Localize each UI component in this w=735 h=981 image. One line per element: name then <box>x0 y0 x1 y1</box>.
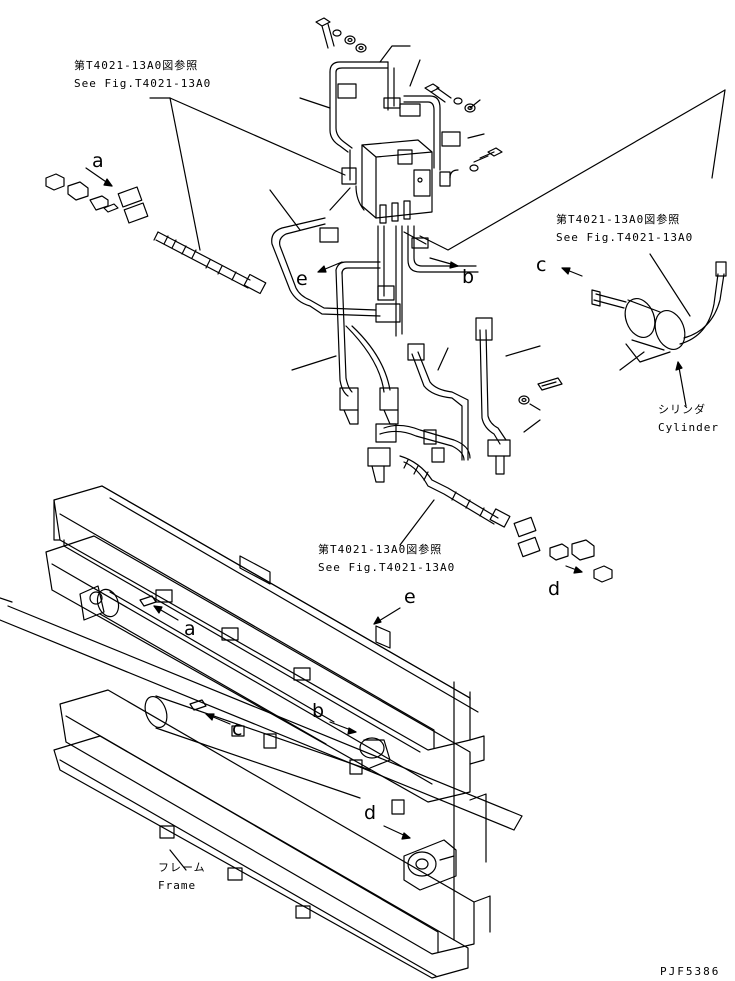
valve-pipes <box>329 61 461 187</box>
ref-label-en-2: See Fig.T4021-13A0 <box>556 231 694 244</box>
ref-label-jp-2: 第T4021-13A0図参照 <box>556 213 681 226</box>
hose-b <box>399 455 511 528</box>
callout-b-frame: b <box>312 700 325 722</box>
ref-label-en-1: See Fig.T4021-13A0 <box>74 77 212 90</box>
callout-a-top: a <box>92 150 104 172</box>
cylinder-rod <box>0 585 523 891</box>
callout-c-frame: c <box>232 718 243 740</box>
callouts <box>85 45 726 574</box>
ref-label-jp-3: 第T4021-13A0図参照 <box>318 543 443 556</box>
callout-d-top: d <box>548 578 561 600</box>
callout-a-frame: a <box>184 618 196 640</box>
frame-label-en: Frame <box>158 879 197 892</box>
cylinder-label-en: Cylinder <box>658 421 719 434</box>
callout-e-top: e <box>296 268 308 290</box>
drawing-code: PJF5386 <box>660 965 721 978</box>
lower-pipes <box>271 185 563 483</box>
frame-callouts <box>153 605 411 871</box>
fittings-d <box>513 516 613 583</box>
callout-e-frame: e <box>404 586 416 608</box>
top-bolts <box>315 17 503 172</box>
callout-c-top: c <box>536 254 547 276</box>
callout-d-frame: d <box>364 802 377 824</box>
hose-a <box>153 187 351 295</box>
cylinder-label-jp: シリンダ <box>658 403 706 416</box>
fittings-a <box>45 173 149 224</box>
frame <box>45 485 491 979</box>
cylinder-detail <box>591 261 727 363</box>
valve-block <box>361 139 433 224</box>
ref-label-en-3: See Fig.T4021-13A0 <box>318 561 456 574</box>
callout-b-top: b <box>462 266 475 288</box>
frame-label-jp: フレーム <box>158 861 206 874</box>
ref-label-jp-1: 第T4021-13A0図参照 <box>74 59 199 72</box>
